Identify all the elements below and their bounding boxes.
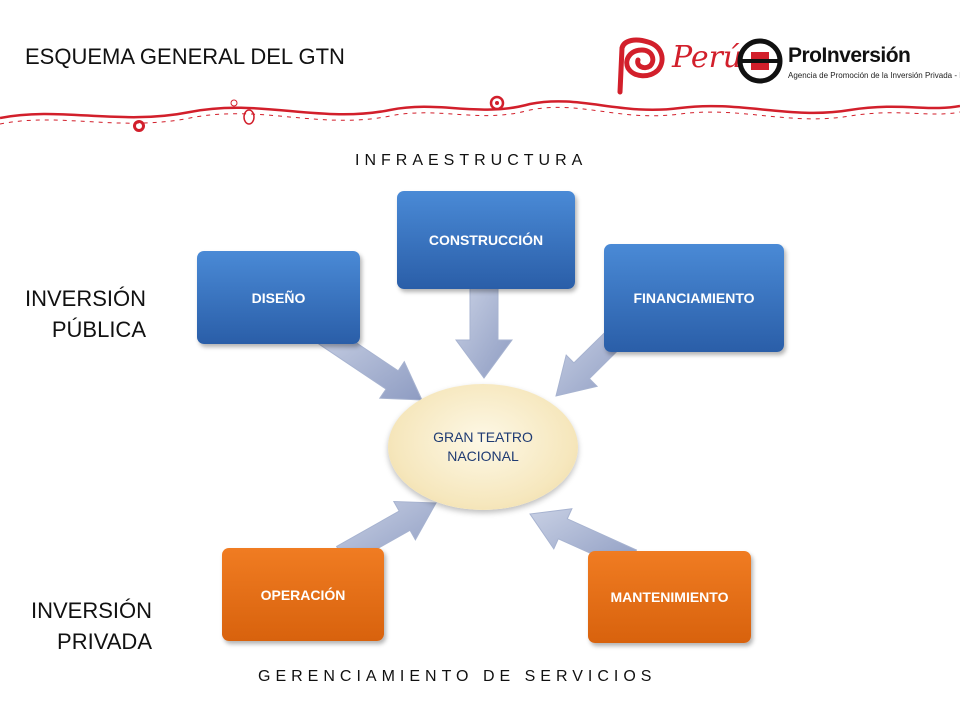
- decor-circle: [133, 120, 145, 132]
- label-line: INVERSIÓN: [30, 598, 152, 623]
- node-operacion: OPERACIÓN: [222, 548, 384, 641]
- decor-circle: [489, 95, 505, 111]
- decorative-wave: [0, 95, 960, 132]
- node-financiamiento: FINANCIAMIENTO: [604, 244, 784, 352]
- label-line: INVERSIÓN: [24, 286, 146, 311]
- arrow-construccion: [455, 285, 513, 379]
- decor-circle: [495, 101, 499, 105]
- peru-logo-text: Perú: [672, 40, 743, 75]
- node-mantenimiento: MANTENIMIENTO: [588, 551, 751, 643]
- infraestructura-label: INFRAESTRUCTURA: [355, 152, 588, 169]
- center-label-line: NACIONAL: [447, 448, 519, 464]
- inversion-privada-label: INVERSIÓN PRIVADA: [16, 595, 152, 657]
- node-diseno: DISEÑO: [197, 251, 360, 344]
- decor-circle: [230, 99, 238, 107]
- proinversion-logo-text: ProInversión: [788, 44, 911, 67]
- peru-logo-icon: [617, 37, 665, 95]
- proinversion-logo-icon: [737, 38, 783, 84]
- gerenciamiento-label: GERENCIAMIENTO DE SERVICIOS: [258, 668, 657, 685]
- node-construccion: CONSTRUCCIÓN: [397, 191, 575, 289]
- page-title: ESQUEMA GENERAL DEL GTN: [25, 44, 345, 69]
- label-line: PRIVADA: [57, 629, 152, 654]
- center-node-gran-teatro: GRAN TEATRO NACIONAL: [388, 384, 578, 510]
- center-label-line: GRAN TEATRO: [433, 429, 533, 445]
- decor-circle: [243, 109, 255, 125]
- inversion-publica-label: INVERSIÓN PÚBLICA: [10, 283, 146, 345]
- label-line: PÚBLICA: [51, 317, 146, 342]
- proinversion-logo-subtitle: Agencia de Promoción de la Inversión Pri…: [788, 71, 960, 80]
